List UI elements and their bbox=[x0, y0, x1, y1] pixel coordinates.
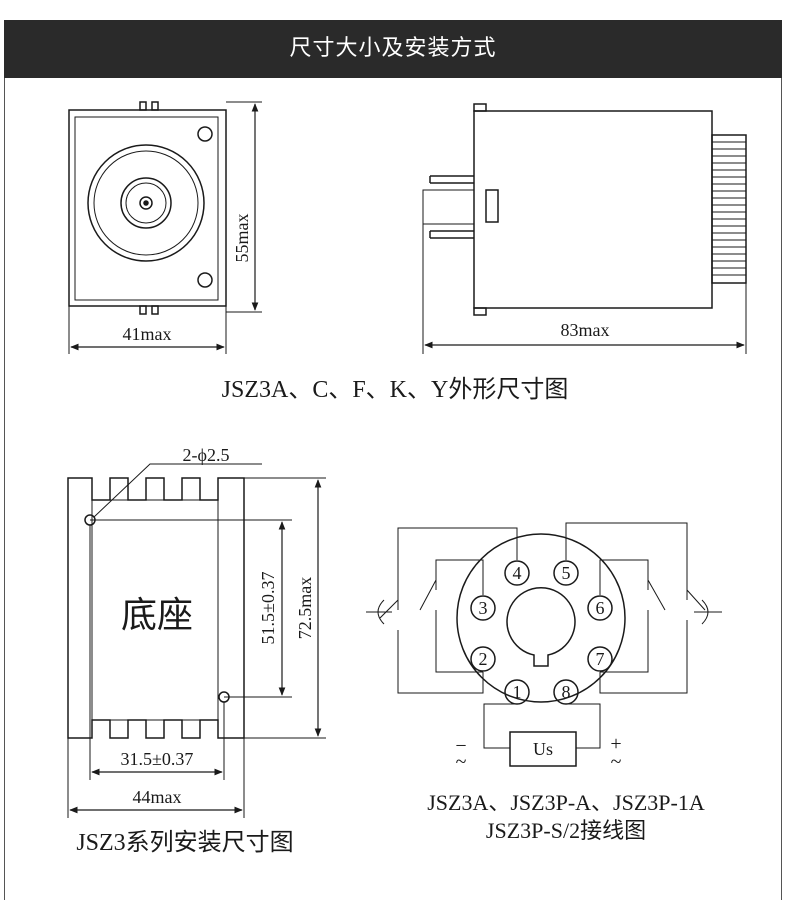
pin-6-label: 6 bbox=[596, 598, 605, 618]
side-bottom-lip bbox=[473, 307, 487, 316]
contact-right-inner bbox=[647, 579, 666, 611]
inner-width-dim: 31.5±0.37 bbox=[121, 749, 194, 769]
page-title: 尺寸大小及安装方式 bbox=[289, 36, 497, 61]
knob-cap bbox=[120, 177, 172, 229]
front-width-dim: 41max bbox=[123, 324, 172, 344]
left-border bbox=[4, 78, 5, 900]
socket-drawing bbox=[67, 463, 326, 818]
contact-left-inner bbox=[419, 579, 437, 611]
side-top-lip bbox=[473, 103, 487, 112]
pin-4-label: 4 bbox=[513, 563, 522, 583]
knob-center bbox=[139, 196, 153, 210]
front-body-outline bbox=[68, 109, 227, 307]
front-height-dim: 55max bbox=[232, 214, 252, 263]
center-key bbox=[506, 586, 576, 667]
wire-7 bbox=[599, 620, 688, 694]
side-knob bbox=[711, 134, 747, 284]
outer-width-dim: 44max bbox=[133, 787, 182, 807]
pin-4 bbox=[504, 560, 530, 586]
wire-5 bbox=[565, 522, 688, 600]
side-body-outline bbox=[473, 110, 713, 309]
side-view bbox=[422, 103, 747, 354]
outer-height-dim: 72.5max bbox=[295, 577, 315, 640]
top-tab-left bbox=[139, 101, 147, 111]
wire-4 bbox=[397, 527, 518, 610]
front-body-inner bbox=[74, 116, 219, 301]
pin-5-label: 5 bbox=[562, 563, 571, 583]
pin-1 bbox=[504, 679, 530, 705]
wire-6-ret bbox=[600, 610, 649, 673]
socket-inner bbox=[91, 499, 219, 721]
knob-dial bbox=[93, 150, 199, 256]
wire-8 bbox=[566, 703, 601, 749]
wiring-caption-line2: JSZ3P-S/2接线图 bbox=[486, 818, 646, 843]
supply-label: Us bbox=[533, 739, 553, 759]
pin-8-label: 8 bbox=[562, 682, 571, 702]
pin-2-label: 2 bbox=[479, 649, 488, 669]
top-tab-right bbox=[151, 101, 159, 111]
wiring-diagram bbox=[366, 522, 722, 767]
right-border bbox=[781, 78, 782, 900]
contact-right-outer bbox=[686, 589, 706, 611]
supply-minus: − bbox=[455, 735, 466, 757]
pin-6 bbox=[587, 595, 613, 621]
front-view bbox=[68, 101, 262, 354]
pin-3-label: 3 bbox=[479, 598, 488, 618]
hole-leader bbox=[93, 463, 262, 518]
supply-ac-left: ~ bbox=[456, 751, 467, 773]
bottom-tab-left bbox=[139, 305, 147, 315]
pin-7-label: 7 bbox=[596, 649, 605, 669]
supply-plus: + bbox=[610, 733, 621, 755]
knob-cap-inner bbox=[125, 182, 167, 224]
mount-hole-top bbox=[197, 126, 213, 142]
pin-2 bbox=[470, 646, 496, 672]
outline-caption: JSZ3A、C、F、K、Y外形尺寸图 bbox=[222, 376, 569, 403]
mount-hole-bottom bbox=[197, 272, 213, 288]
pin-5 bbox=[553, 560, 579, 586]
socket-caption: JSZ3系列安装尺寸图 bbox=[76, 829, 293, 856]
wire-1 bbox=[483, 703, 517, 749]
wire-3-ret bbox=[435, 610, 483, 673]
pin-base bbox=[422, 189, 475, 225]
bottom-tab-right bbox=[151, 305, 159, 315]
side-length-dim: 83max bbox=[561, 320, 610, 340]
wire-2 bbox=[397, 630, 484, 694]
header-bar: 尺寸大小及安装方式 bbox=[4, 20, 782, 78]
pin-8 bbox=[553, 679, 579, 705]
pin-3 bbox=[470, 595, 496, 621]
side-latch bbox=[485, 189, 499, 223]
pin-1-label: 1 bbox=[513, 682, 522, 702]
supply-box bbox=[509, 731, 577, 767]
socket-base-circle bbox=[456, 533, 626, 703]
wire-6 bbox=[599, 559, 649, 595]
hole-label: 2-ϕ2.5 bbox=[183, 445, 230, 465]
wiring-caption-line1: JSZ3A、JSZ3P-A、JSZ3P-1A bbox=[427, 790, 705, 815]
inner-height-dim: 51.5±0.37 bbox=[258, 572, 278, 645]
knob-pivot bbox=[143, 200, 149, 206]
pin-7 bbox=[587, 646, 613, 672]
supply-ac-right: ~ bbox=[611, 751, 622, 773]
contact-left-outer bbox=[379, 599, 399, 619]
wire-3 bbox=[435, 559, 484, 595]
socket-name: 底座 bbox=[121, 595, 193, 636]
knob-outer-ring bbox=[87, 144, 205, 262]
